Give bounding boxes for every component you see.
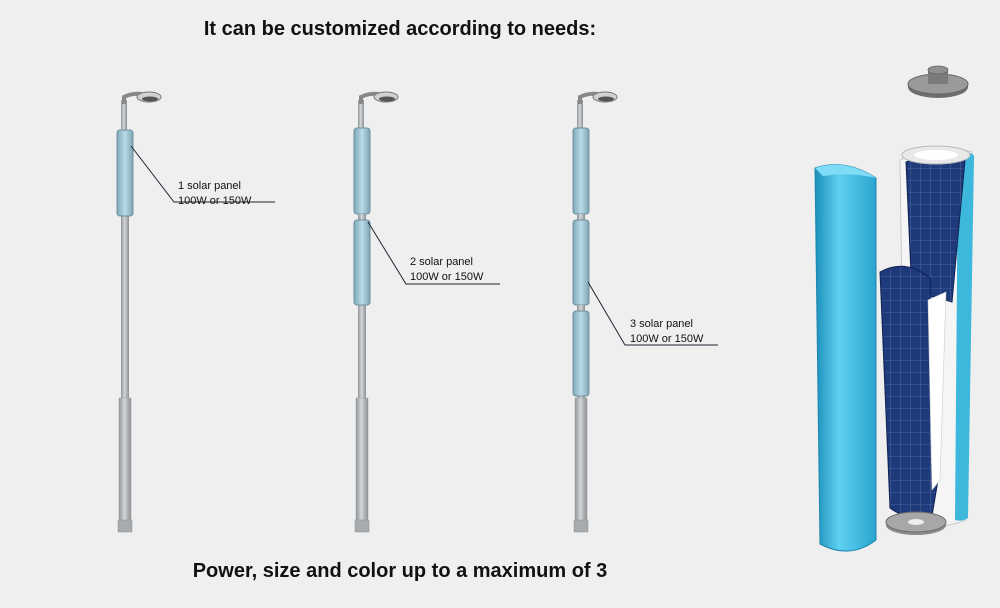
option-2-power: 100W or 150W bbox=[410, 271, 484, 283]
callout-line-2 bbox=[367, 221, 500, 285]
page-title: It can be customized according to needs: bbox=[203, 18, 597, 40]
option-3-power: 100W or 150W bbox=[630, 333, 704, 345]
option-1-name: 1 solar panel bbox=[178, 180, 241, 192]
callout-line-1 bbox=[130, 145, 275, 203]
option-label-3: 3 solar panel 100W or 150W bbox=[630, 317, 703, 347]
option-label-2: 2 solar panel 100W or 150W bbox=[410, 255, 483, 285]
option-3-name: 3 solar panel bbox=[630, 318, 693, 330]
option-2-name: 2 solar panel bbox=[410, 256, 473, 268]
option-1-power: 100W or 150W bbox=[178, 195, 252, 207]
callout-line-3 bbox=[587, 281, 718, 346]
footer-caption: Power, size and color up to a maximum of… bbox=[192, 560, 608, 582]
exploded-pole-view bbox=[814, 65, 974, 552]
option-label-1: 1 solar panel 100W or 150W bbox=[178, 179, 251, 209]
pole-3 bbox=[572, 91, 618, 533]
pole-2 bbox=[353, 91, 399, 533]
pole-1 bbox=[116, 91, 162, 533]
